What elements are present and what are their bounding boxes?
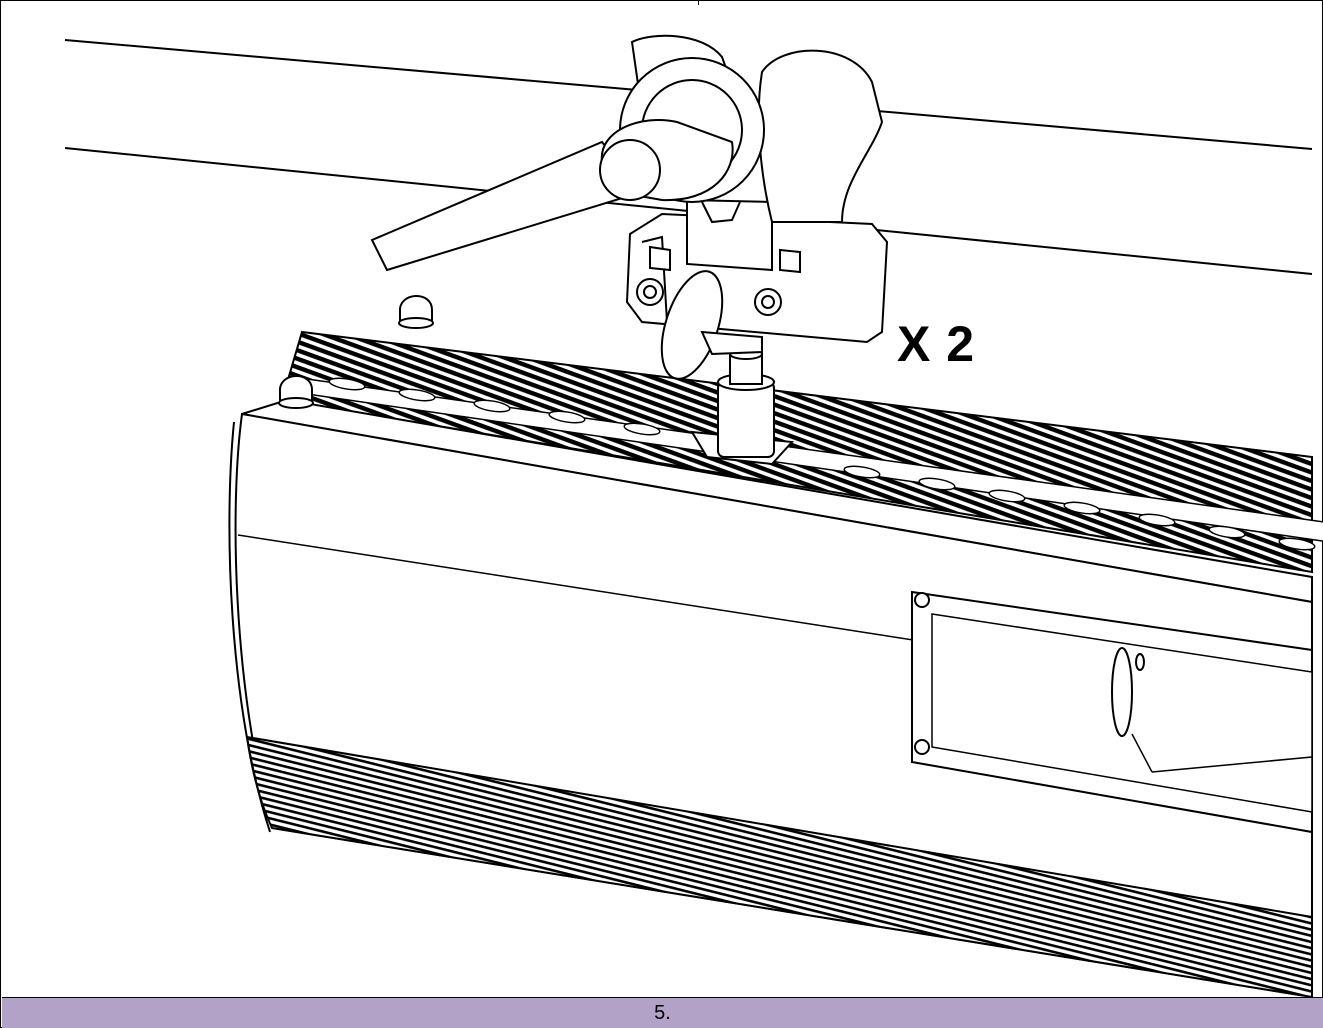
line-art-drawing (64, 34, 1323, 997)
mounting-illustration (2, 2, 1323, 997)
step-caption: 5. (2, 997, 1323, 1028)
wing-bolt (660, 270, 763, 380)
quantity-label: X 2 (897, 316, 976, 372)
clamp-lever-handle (370, 57, 765, 272)
connector-panel (911, 590, 1313, 834)
safety-bumper (278, 295, 434, 409)
column-divider (698, 1, 699, 5)
led-bar-fixture (228, 330, 1323, 997)
